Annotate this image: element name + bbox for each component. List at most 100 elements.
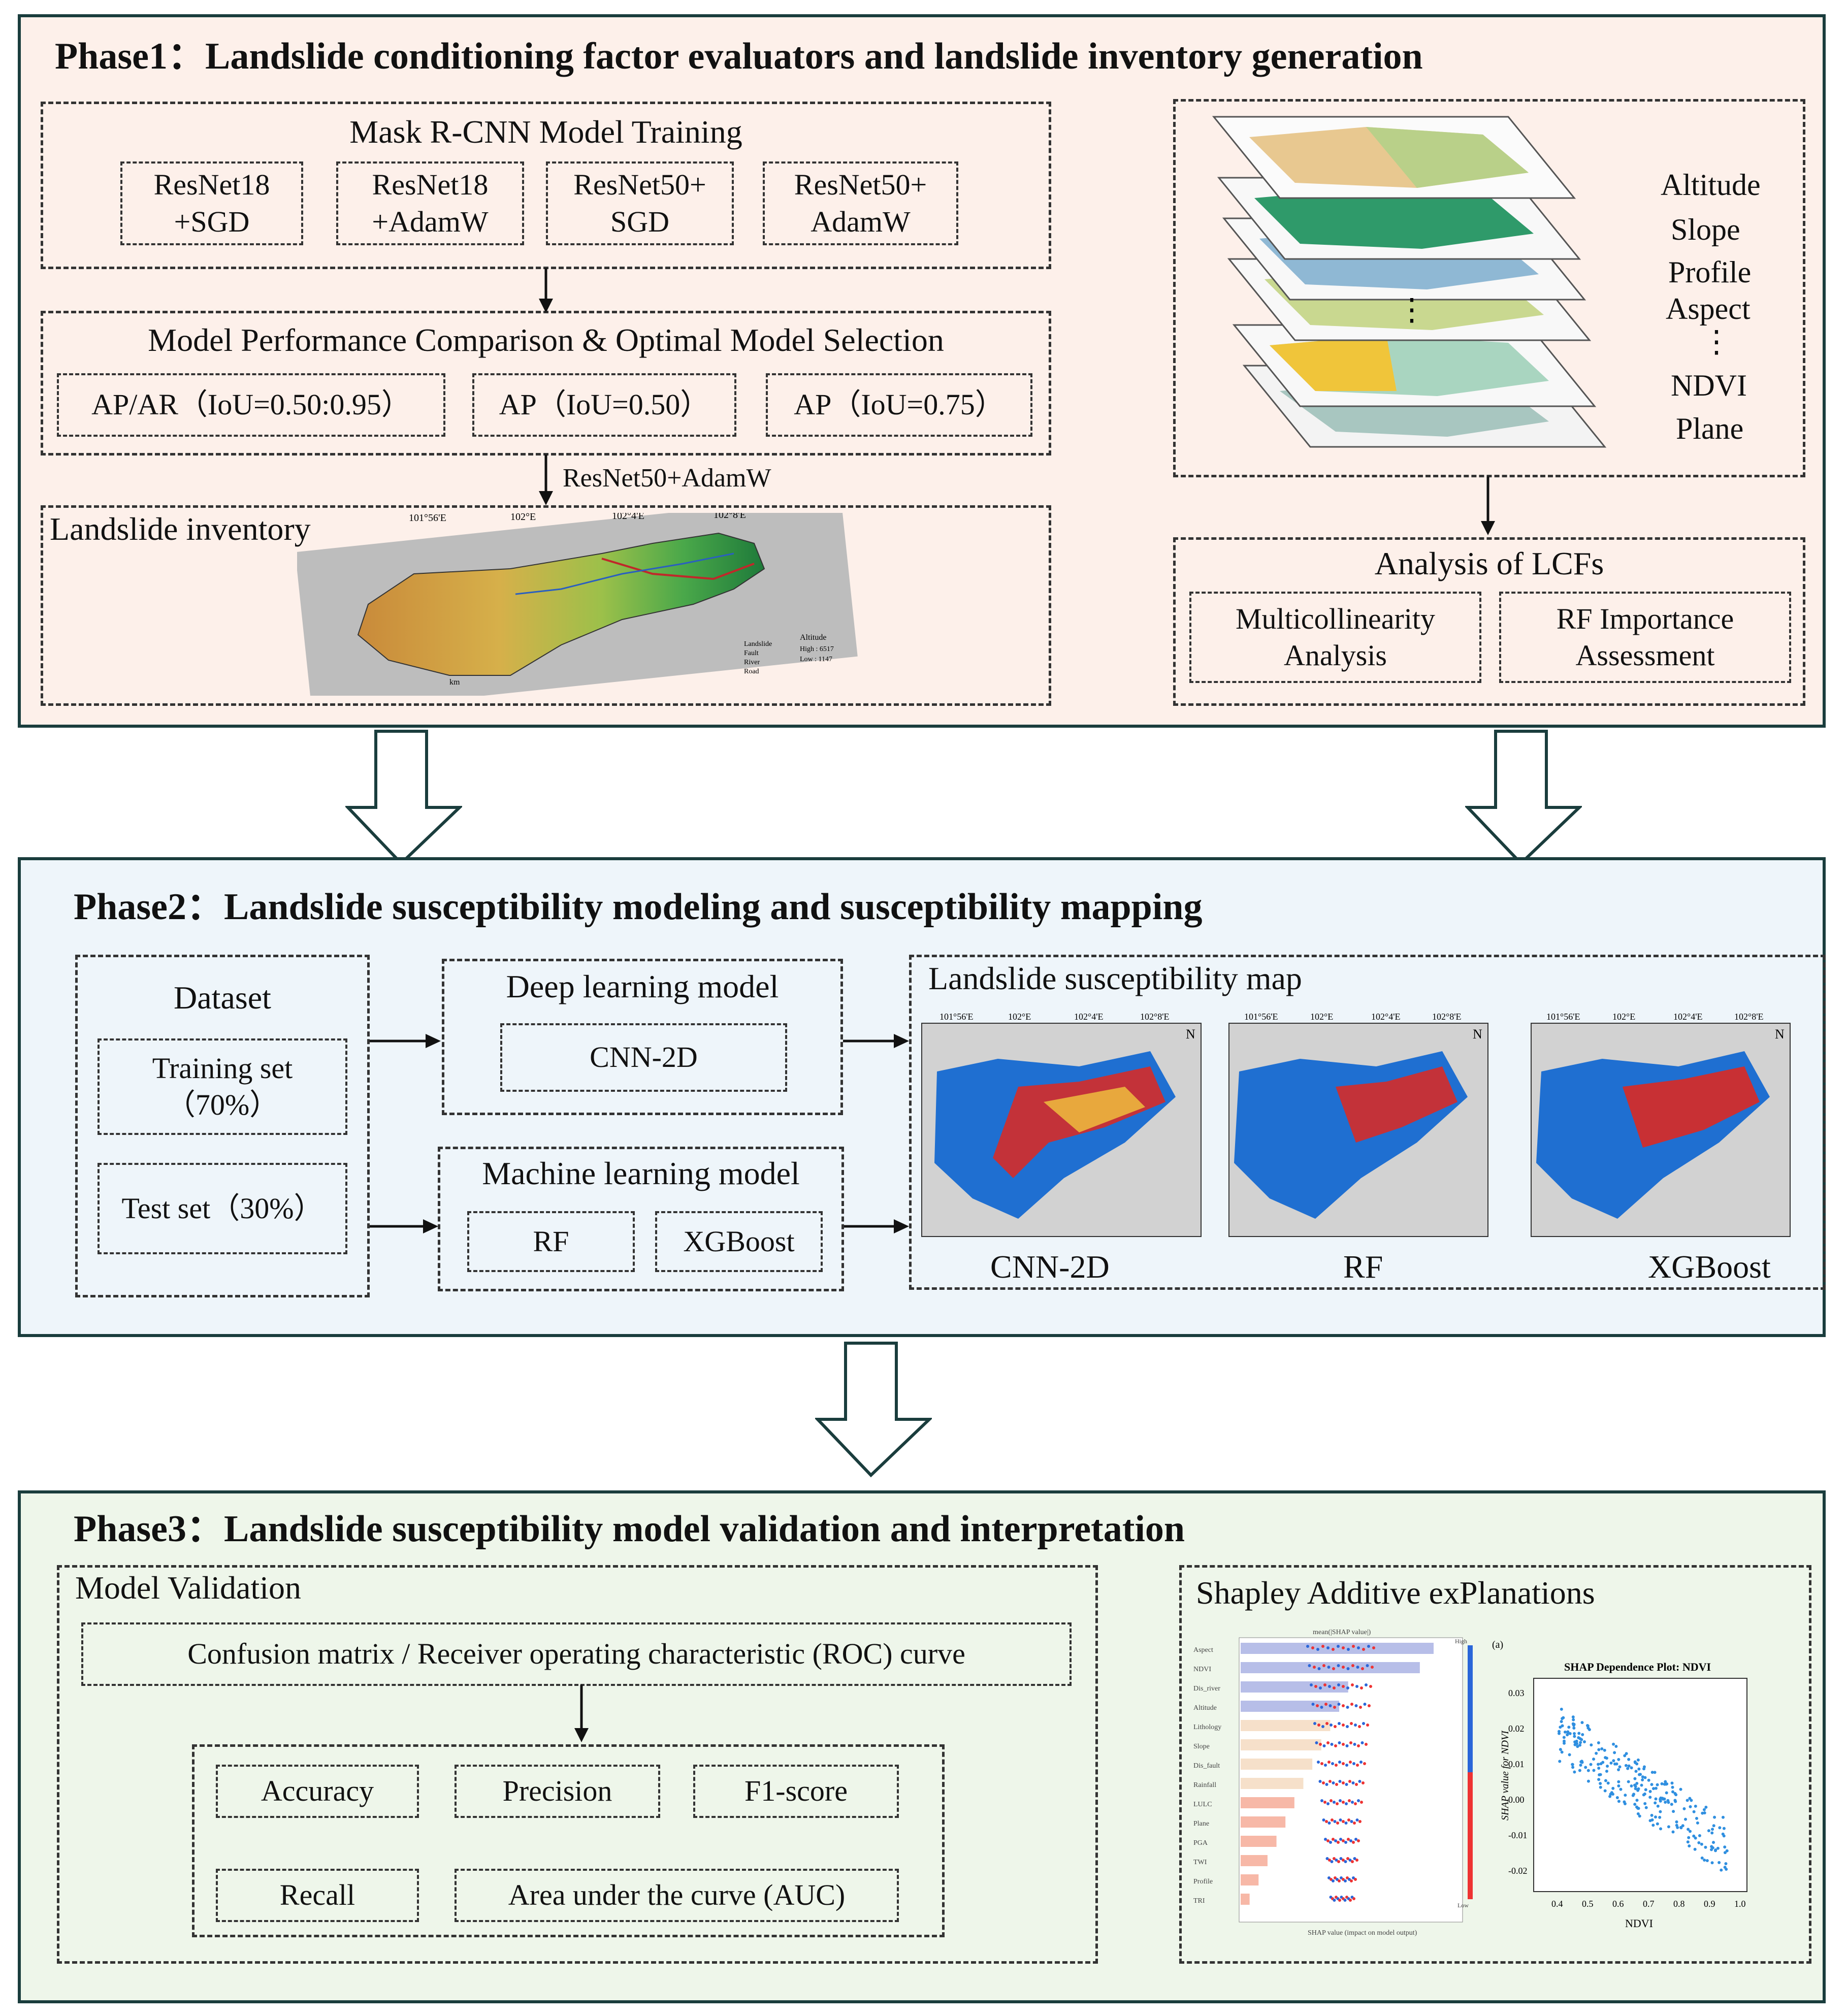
shap-dependence-point — [1725, 1867, 1728, 1871]
shap-beeswarm-point — [1320, 1799, 1323, 1802]
shap-beeswarm-point — [1342, 1666, 1345, 1669]
shap-beeswarm-point — [1333, 1820, 1337, 1823]
shap-beeswarm-point — [1313, 1722, 1316, 1725]
shap-dependence-ytick: 0.03 — [1508, 1688, 1525, 1698]
shap-dependence-point — [1617, 1768, 1621, 1772]
shap-dependence-point — [1573, 1743, 1577, 1746]
shap-beeswarm-point — [1342, 1704, 1345, 1707]
shap-importance-bar — [1241, 1701, 1340, 1712]
shap-dependence-point — [1650, 1771, 1654, 1774]
shap-beeswarm-point — [1353, 1822, 1356, 1825]
shap-dependence-ytick: 0.02 — [1508, 1724, 1525, 1734]
shap-dependence-point — [1686, 1840, 1690, 1844]
shap-dependence-point — [1686, 1799, 1689, 1802]
shap-beeswarm-point — [1322, 1781, 1325, 1784]
shap-beeswarm-point — [1331, 1762, 1334, 1765]
shap-dependence-point — [1659, 1827, 1663, 1831]
factors-box — [1173, 99, 1805, 477]
shap-dependence-point — [1623, 1754, 1627, 1758]
shap-dependence-xtick: 0.8 — [1673, 1899, 1685, 1909]
deep-learning-title: Deep learning model — [506, 968, 779, 1004]
shap-beeswarm-point — [1365, 1683, 1368, 1686]
shap-beeswarm-point — [1352, 1645, 1355, 1648]
shap-beeswarm-point — [1332, 1667, 1335, 1670]
shap-beeswarm-point — [1359, 1706, 1362, 1709]
phase2-title: Phase2：Landslide susceptibility modeling… — [74, 886, 1203, 928]
shap-feature-label: Lithology — [1193, 1724, 1221, 1731]
shap-beeswarm-point — [1342, 1685, 1345, 1688]
shap-dependence-point — [1611, 1793, 1614, 1796]
machine-learning-title: Machine learning model — [482, 1155, 800, 1191]
arrow-training-to-comparison — [539, 268, 553, 313]
shap-beeswarm-point — [1320, 1706, 1323, 1709]
shap-dependence-point — [1663, 1782, 1666, 1786]
shap-feature-label: NDVI — [1193, 1666, 1211, 1673]
shap-dependence-point — [1624, 1794, 1627, 1797]
map-label-cnn2d: CNN-2D — [990, 1249, 1110, 1285]
map-label-rf: RF — [1343, 1249, 1383, 1285]
shap-dependence-point — [1656, 1822, 1659, 1826]
shap-dependence-point — [1635, 1799, 1639, 1802]
shap-dependence-point — [1694, 1804, 1697, 1808]
shap-dependence-point — [1654, 1815, 1657, 1819]
shap-dependence-point — [1712, 1824, 1715, 1828]
shap-dependence-point — [1674, 1793, 1678, 1797]
shap-importance-bar — [1241, 1778, 1304, 1789]
shap-dependence-point — [1558, 1760, 1562, 1763]
shap-dependence-point — [1578, 1743, 1582, 1747]
shap-beeswarm-point — [1357, 1646, 1360, 1649]
shap-dependence-point — [1653, 1771, 1657, 1774]
inventory-legend-low: Low : 1147 — [800, 656, 832, 663]
shap-beeswarm-point — [1326, 1839, 1330, 1842]
shap-dependence-point — [1627, 1758, 1631, 1761]
shap-beeswarm-point — [1338, 1879, 1341, 1882]
shap-beeswarm-point — [1323, 1801, 1326, 1804]
shap-beeswarm-point — [1345, 1744, 1349, 1747]
map-lon-label: 102°8'E — [1432, 1012, 1461, 1022]
arrow-factors-to-lcf — [1481, 476, 1495, 535]
shap-beeswarm-point — [1326, 1646, 1330, 1649]
shap-beeswarm-point — [1330, 1860, 1334, 1863]
shap-beeswarm-point — [1342, 1762, 1345, 1765]
shap-beeswarm-point — [1332, 1781, 1335, 1784]
shap-beeswarm-point — [1354, 1704, 1358, 1707]
shap-beeswarm-point — [1344, 1822, 1348, 1825]
shap-dependence-point — [1687, 1836, 1691, 1839]
shap-beeswarm-point — [1351, 1860, 1354, 1863]
shap-beeswarm-point — [1337, 1683, 1340, 1686]
shap-dependence-point — [1605, 1757, 1608, 1760]
factor-profile: Profile — [1668, 255, 1752, 289]
shap-beeswarm-point — [1360, 1686, 1363, 1689]
shap-beeswarm-point — [1356, 1764, 1359, 1767]
arrow-phase1-to-phase2-left — [345, 730, 462, 866]
shap-dependence-point — [1674, 1800, 1677, 1803]
shap-beeswarm-point — [1325, 1783, 1328, 1786]
susceptibility-map-xgboost: 101°56'E 102°E 102°4'E 102°8'E N — [1531, 1012, 1791, 1237]
shap-dependence-point — [1704, 1845, 1707, 1849]
shap-beeswarm-point — [1315, 1741, 1318, 1744]
shap-dependence-point — [1597, 1763, 1600, 1766]
inventory-scale-unit: km — [449, 678, 460, 687]
shap-dependence-point — [1597, 1748, 1601, 1751]
shap-beeswarm-point — [1344, 1879, 1347, 1882]
shap-dependence-point — [1573, 1732, 1576, 1735]
shap-feature-label: LULC — [1193, 1801, 1212, 1808]
shap-feature-label: Dis_fault — [1193, 1762, 1220, 1770]
shap-dependence-point — [1651, 1824, 1655, 1827]
map-high-zone — [1336, 1066, 1457, 1143]
shap-dependence-point — [1617, 1800, 1621, 1803]
inventory-box — [41, 505, 1051, 706]
validation-method: Confusion matrix / Receiver operating ch… — [81, 1622, 1072, 1686]
shap-importance-bar — [1241, 1855, 1268, 1866]
shap-beeswarm-point — [1337, 1645, 1340, 1648]
shap-importance-bar — [1241, 1720, 1331, 1731]
shap-dependence-point — [1560, 1720, 1563, 1724]
factor-slope: Slope — [1671, 213, 1740, 246]
metric-precision: Precision — [455, 1765, 660, 1818]
metrics-box — [192, 1744, 945, 1937]
shap-beeswarm-point — [1321, 1645, 1324, 1648]
shap-colorbar-low: Low — [1457, 1902, 1469, 1909]
shap-dependence-point — [1695, 1816, 1698, 1820]
map-label-xgboost: XGBoost — [1648, 1249, 1771, 1285]
shap-beeswarm-point — [1327, 1761, 1331, 1764]
